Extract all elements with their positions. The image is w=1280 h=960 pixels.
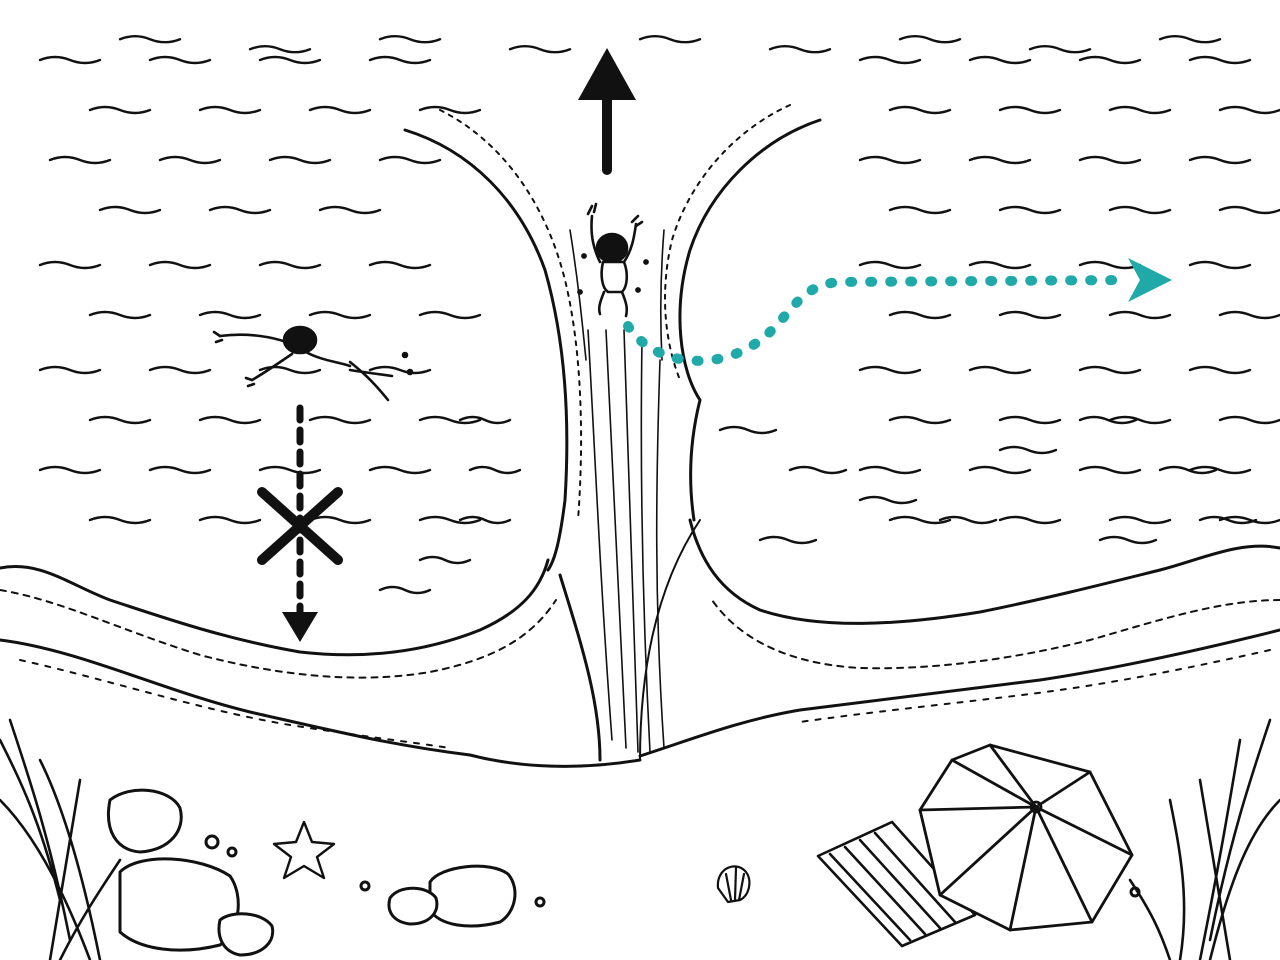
rip-current-diagram: [0, 0, 1280, 960]
